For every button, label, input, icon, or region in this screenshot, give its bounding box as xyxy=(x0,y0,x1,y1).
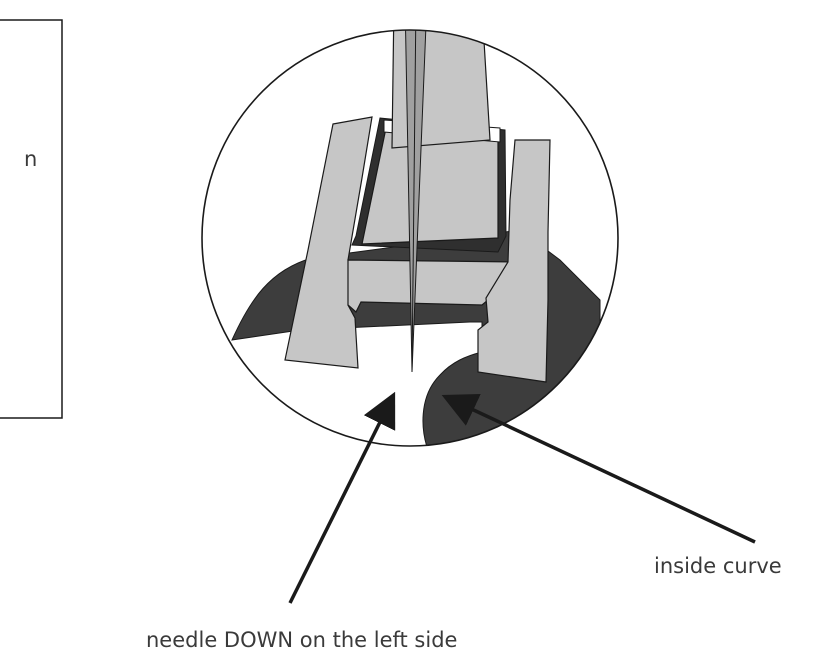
arrow-needle-down xyxy=(288,391,396,604)
left-text-box xyxy=(0,19,63,419)
magnifier-circle xyxy=(201,29,619,447)
needle-down-label: needle DOWN on the left side xyxy=(146,628,457,652)
left-box-text-fragment: n xyxy=(24,147,37,171)
magnified-view xyxy=(231,30,601,446)
needle xyxy=(404,30,428,373)
inside-curve-label: inside curve xyxy=(654,554,782,578)
right-foot-prong xyxy=(477,139,551,383)
arrow-inside-curve xyxy=(441,394,756,544)
